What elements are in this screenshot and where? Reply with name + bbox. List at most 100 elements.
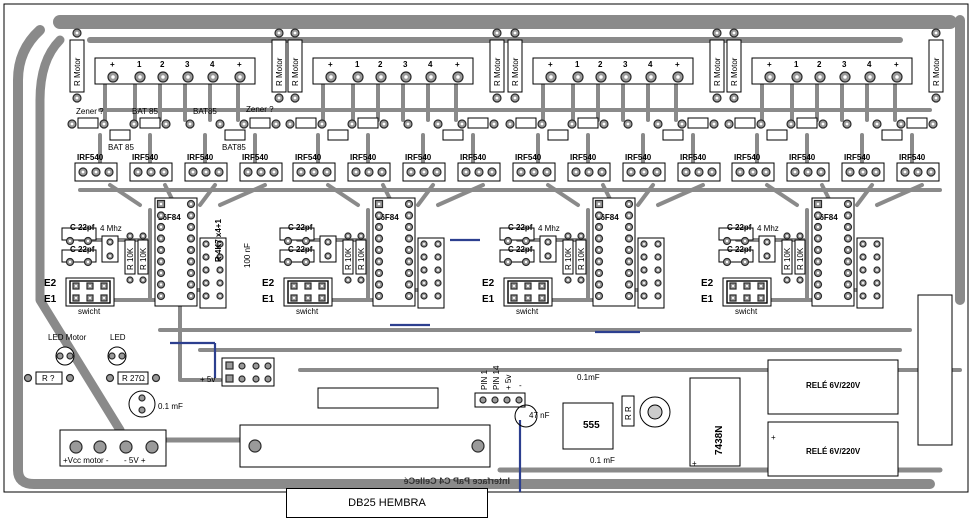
mosfet-2-label: IRF540 [625, 153, 652, 162]
pin1-label: PIN 1 [480, 369, 489, 390]
power-section: LED Motor LED R ? R 27Ω 0.1 mF +Vcc moto… [23, 333, 275, 467]
plus5v-label: + 5v [200, 375, 215, 384]
bottom-section: PIN 1 PIN 14 + 5v - 0.1mF 47 nF 555 0.1 … [474, 294, 953, 477]
res-b-label: R 10K [357, 247, 366, 270]
e1-label: E1 [482, 294, 495, 305]
connector-pin-5-label: + [455, 60, 460, 69]
res-a-label: R 10K [564, 247, 573, 270]
plus-sign-label: + [692, 459, 697, 468]
bat4-label: BAT85 [222, 143, 246, 152]
bat1-label: BAT 85 [132, 107, 158, 116]
mosfet-0-label: IRF540 [734, 153, 761, 162]
res-a-label: R 10K [783, 247, 792, 270]
mosfet-2-label: IRF540 [405, 153, 432, 162]
switch-label: swicht [735, 307, 758, 316]
rr-label: R R [624, 406, 633, 420]
pic-label: 16F84 [815, 213, 838, 222]
footer-label: Interface PaP C4 CelleCé [404, 476, 510, 486]
mosfet-1-label: IRF540 [132, 153, 159, 162]
ic555-label: 555 [583, 420, 600, 431]
rmotor-right-label: R Motor [275, 57, 284, 86]
mosfet-2-label: IRF540 [187, 153, 214, 162]
res-b-label: R 10K [577, 247, 586, 270]
connector-pin-1-label: 1 [137, 60, 142, 69]
connector-pin-2-label: 2 [598, 60, 603, 69]
xtal-label: 4 Mhz [757, 224, 779, 233]
e2-label: E2 [44, 278, 57, 289]
connector-pin-0-label: + [110, 60, 115, 69]
plus-small-label: + [771, 433, 776, 442]
rmotor-right-label: R Motor [932, 57, 941, 86]
connector-pin-1-label: 1 [794, 60, 799, 69]
cap01-bottom-label: 0.1 mF [590, 456, 615, 465]
connector-pin-4-label: 4 [648, 60, 653, 69]
cap-upper-label: C 22pf [288, 223, 313, 232]
connector-pin-2-label: 2 [378, 60, 383, 69]
db25-label: DB25 HEMBRA [348, 497, 426, 509]
connector-pin-3-label: 3 [185, 60, 190, 69]
pic-label: 16F84 [376, 213, 399, 222]
rele1-label: RELÉ 6V/220V [806, 381, 861, 390]
connector-pin-2-label: 2 [817, 60, 822, 69]
pin14-label: PIN 14 [492, 365, 501, 390]
module1-extras: Zener ? Zener ? BAT 85 BAT 85 BAT85 BAT8… [76, 105, 274, 268]
mosfet-3-label: IRF540 [242, 153, 269, 162]
e2-label: E2 [701, 278, 714, 289]
cap100n-label: 100 nF [243, 243, 252, 268]
pic-label: 16F84 [596, 213, 619, 222]
pic-label: 16F84 [158, 213, 181, 222]
mosfet-3-label: IRF540 [680, 153, 707, 162]
res-a-label: R 10K [344, 247, 353, 270]
zener-left-label: Zener ? [76, 107, 104, 116]
connector-pin-0-label: + [548, 60, 553, 69]
e1-label: E1 [44, 294, 57, 305]
rmotor-right-label: R Motor [713, 57, 722, 86]
ic7438-label: 7438N [714, 426, 725, 455]
connector-pin-3-label: 3 [403, 60, 408, 69]
vcc-motor-label: +Vcc motor - [63, 456, 109, 465]
rmotor-left-label: R Motor [511, 57, 520, 86]
db25-connector [239, 387, 491, 468]
cap47-label: 47 nF [529, 411, 550, 420]
mosfet-0-label: IRF540 [77, 153, 104, 162]
v5-label: - 5V + [124, 456, 146, 465]
rele2-label: RELÉ 6V/220V [806, 447, 861, 456]
connector-pin-5-label: + [675, 60, 680, 69]
rmotor-left-label: R Motor [730, 57, 739, 86]
xtal-label: 4 Mhz [538, 224, 560, 233]
connector-pin-4-label: 4 [210, 60, 215, 69]
zener-right-label: Zener ? [246, 105, 274, 114]
minus-label: - [519, 381, 522, 390]
led-label: LED [110, 333, 126, 342]
connector-pin-1-label: 1 [355, 60, 360, 69]
e2-label: E2 [262, 278, 275, 289]
cap-lower-label: C 22pf [70, 245, 95, 254]
connector-pin-4-label: 4 [428, 60, 433, 69]
mosfet-3-label: IRF540 [460, 153, 487, 162]
mosfet-3-label: IRF540 [899, 153, 926, 162]
led-motor-label: LED Motor [48, 333, 87, 342]
mosfet-1-label: IRF540 [350, 153, 377, 162]
e1-label: E1 [262, 294, 275, 305]
cap-upper-label: C 22pf [70, 223, 95, 232]
r-a-label: R ? [42, 374, 55, 383]
bat3-label: BAT85 [193, 107, 217, 116]
stepper-modules: R Motor R Motor +1 2 3 4 + IRF540 IRF540 IRF540 IR… [44, 28, 944, 316]
connector-pin-0-label: + [328, 60, 333, 69]
e1-label: E1 [701, 294, 714, 305]
cap01-label: 0.1 mF [158, 402, 183, 411]
connector-pin-3-label: 3 [842, 60, 847, 69]
rmotor-left-label: R Motor [73, 57, 82, 86]
mosfet-2-label: IRF540 [844, 153, 871, 162]
rmotor-left-label: R Motor [291, 57, 300, 86]
db25-label-box: DB25 HEMBRA [286, 488, 488, 518]
cap-upper-label: C 22pf [508, 223, 533, 232]
r4k7-label: R 4K7 x4+1 [214, 219, 223, 262]
xtal-label: 4 Mhz [100, 224, 122, 233]
jumper-wires [170, 238, 640, 492]
cap-lower-label: C 22pf [508, 245, 533, 254]
